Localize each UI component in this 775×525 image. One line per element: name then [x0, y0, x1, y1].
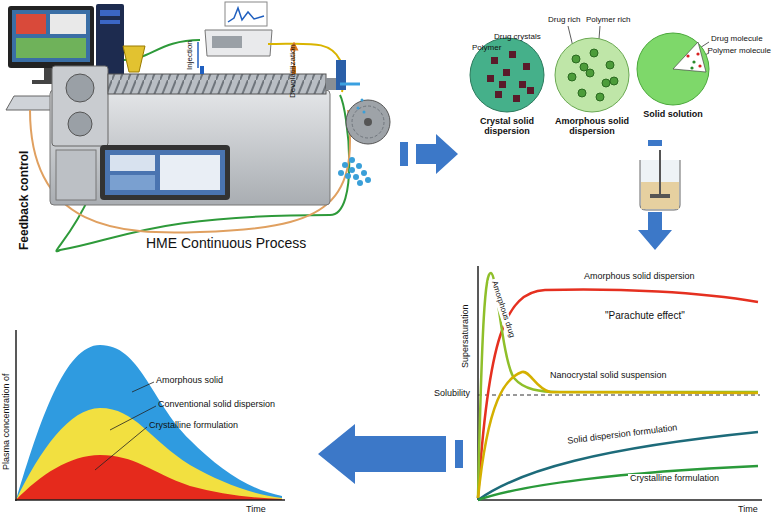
area-label: Conventional solid dispersion [158, 400, 275, 410]
curve-label: Amorphous solid dispersion [582, 272, 697, 282]
callout-label: Drug rich [548, 16, 580, 25]
dispersion-circle: Amorphous solid dispersion [554, 37, 630, 113]
beaker [640, 150, 680, 210]
port-label: Devolatilization [289, 44, 298, 98]
callout-label: Drug crystals [494, 33, 541, 42]
pellets [338, 99, 371, 187]
curve-label: Crystalline formulation [628, 474, 721, 484]
circle-caption: Crystal solid dispersion [465, 117, 549, 137]
callout-label: Polymer [472, 44, 501, 53]
circle-caption: Solid solution [631, 110, 715, 120]
pk-chart [15, 330, 285, 501]
extruder [50, 46, 360, 205]
axis-label: Plasma concentration of [2, 373, 12, 470]
dispersion-circle: Solid solution [636, 32, 710, 106]
axis-label: Time [738, 505, 758, 515]
axis-label: Supersaturation [461, 304, 471, 368]
spectrometer [205, 2, 272, 56]
dissolution-chart [478, 266, 762, 500]
area-label: Crystalline formulation [149, 421, 238, 431]
port-label: Injection [186, 40, 195, 70]
circle-caption: Amorphous solid dispersion [550, 117, 634, 137]
circle-outline [554, 37, 630, 113]
callout-label: Polymer rich [586, 16, 630, 25]
section-title: HME Continuous Process [146, 236, 306, 251]
axis-label: Solubility [432, 389, 472, 399]
callout-label: Polymer molecule [707, 47, 771, 56]
callout-label: Drug molecule [711, 35, 763, 44]
curve-label: Nanocrystal solid suspension [548, 371, 669, 381]
process-label: Feedback control [18, 151, 31, 250]
cutter [346, 100, 390, 144]
curve-label: "Parachute effect" [603, 310, 687, 321]
circle-outline [636, 32, 710, 106]
area-label: Amorphous solid [156, 376, 223, 386]
axis-label: Time [246, 505, 266, 515]
